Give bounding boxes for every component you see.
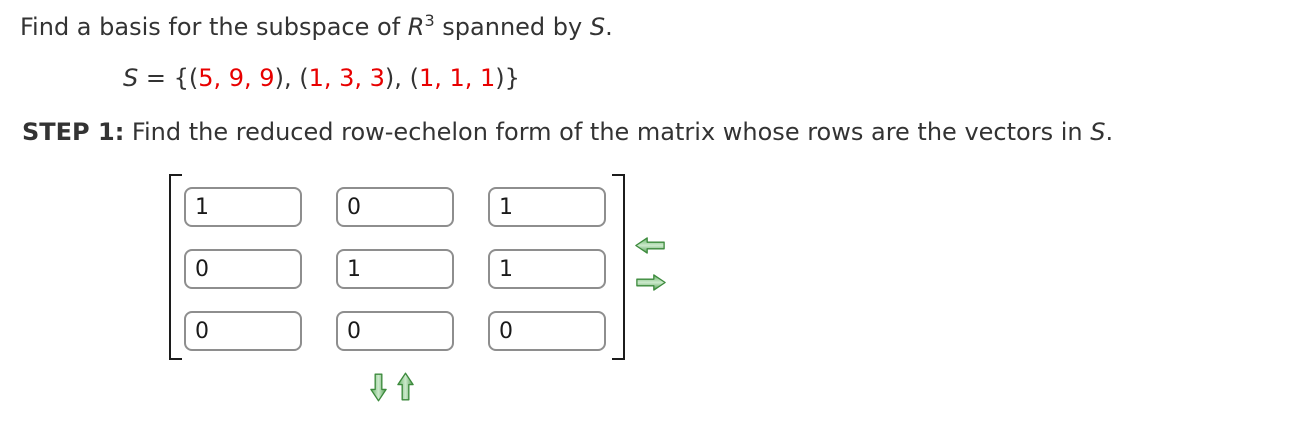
vector-1-values: 5, 9, 9 xyxy=(198,64,275,92)
problem-text: . xyxy=(605,13,613,41)
step1-instruction: STEP 1: Find the reduced row-echelon for… xyxy=(22,118,1113,146)
matrix-cell-input-r3c1[interactable] xyxy=(184,311,302,351)
set-open: = { xyxy=(138,64,189,92)
math-var-R: R xyxy=(407,13,425,41)
matrix-cell-input-r1c3[interactable] xyxy=(488,187,606,227)
problem-text: spanned by xyxy=(434,13,590,41)
matrix-cell-input-r2c3[interactable] xyxy=(488,249,606,289)
set-close: } xyxy=(504,64,520,92)
paren-open: ( xyxy=(409,64,419,92)
matrix-cell-input-r3c3[interactable] xyxy=(488,311,606,351)
vector-3-values: 1, 1, 1 xyxy=(418,64,496,92)
set-definition: S = {(5, 9, 9), (1, 3, 3), (1, 1, 1)} xyxy=(123,64,520,92)
paren-close: ) xyxy=(384,64,395,92)
matrix-cell-input-r1c2[interactable] xyxy=(336,187,454,227)
paren-close: ) xyxy=(274,64,284,92)
left-bracket xyxy=(169,174,182,360)
math-var-S: S xyxy=(589,13,606,41)
paren-open: ( xyxy=(188,64,199,92)
vector-2-values: 1, 3, 3 xyxy=(308,64,385,92)
right-arrow-icon[interactable] xyxy=(635,273,667,292)
step1-text: Find the reduced row-echelon form of the… xyxy=(124,118,1091,146)
matrix-cell-input-r1c1[interactable] xyxy=(184,187,302,227)
paren-open: ( xyxy=(299,64,309,92)
down-arrow-icon[interactable] xyxy=(369,372,388,403)
up-arrow-icon[interactable] xyxy=(396,371,415,402)
left-arrow-icon[interactable] xyxy=(634,236,666,255)
step1-text: . xyxy=(1105,118,1114,146)
math-var-S: S xyxy=(123,64,139,92)
right-bracket xyxy=(612,174,625,360)
superscript-3: 3 xyxy=(424,11,435,30)
paren-close: ) xyxy=(495,64,505,92)
vector-separator: , xyxy=(394,64,410,92)
matrix-cell-input-r2c2[interactable] xyxy=(336,249,454,289)
matrix-cell-input-r3c2[interactable] xyxy=(336,311,454,351)
math-var-S: S xyxy=(1090,118,1106,146)
vector-separator: , xyxy=(283,64,300,92)
step1-label: STEP 1: xyxy=(22,118,125,146)
matrix-cell-input-r2c1[interactable] xyxy=(184,249,302,289)
problem-text: Find a basis for the subspace of xyxy=(20,13,408,41)
problem-statement: Find a basis for the subspace of R3 span… xyxy=(20,11,613,42)
